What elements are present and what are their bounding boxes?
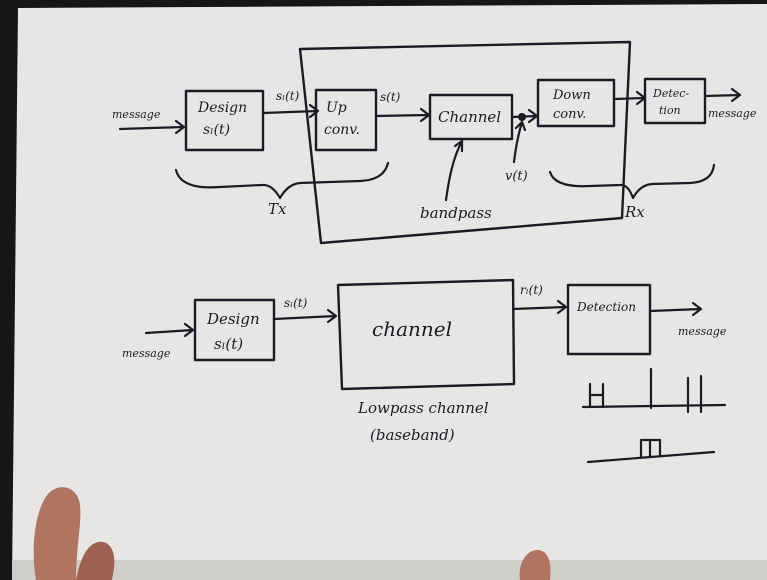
bottom-message-out: message bbox=[678, 325, 727, 338]
top-design-label-1: Design bbox=[197, 100, 247, 116]
bottom-design-label-1: Design bbox=[206, 310, 260, 328]
bandpass-label: bandpass bbox=[420, 204, 492, 222]
top-detection-label-1: Detec- bbox=[652, 87, 689, 100]
bottom-message-in: message bbox=[122, 347, 171, 360]
top-message-in: message bbox=[112, 108, 161, 121]
bottom-channel-label: channel bbox=[372, 317, 452, 341]
bottom-signal-2: rₗ(t) bbox=[520, 283, 543, 297]
rx-label: Rx bbox=[624, 203, 645, 221]
top-message-out: message bbox=[708, 107, 757, 120]
bottom-signal-1: sₗ(t) bbox=[284, 296, 308, 310]
upconv-label-2: conv. bbox=[324, 122, 360, 138]
paper-bottom-strip bbox=[12, 560, 767, 580]
top-design-label-2: sₗ(t) bbox=[203, 122, 230, 138]
bottom-design-label-2: sₗ(t) bbox=[214, 335, 243, 353]
downconv-label-1: Down bbox=[552, 88, 591, 103]
top-signal-1: sₗ(t) bbox=[276, 89, 300, 103]
lowpass-caption-line2: (baseband) bbox=[370, 426, 455, 444]
noise-label: v(t) bbox=[505, 169, 528, 184]
top-channel-label: Channel bbox=[438, 108, 501, 126]
bottom-detection-label: Detection bbox=[576, 300, 636, 314]
summing-node bbox=[518, 113, 526, 121]
tx-label: Tx bbox=[268, 200, 287, 218]
lowpass-caption-line1: Lowpass channel bbox=[357, 399, 489, 417]
downconv-label-2: conv. bbox=[553, 107, 586, 122]
upconv-label-1: Up bbox=[326, 100, 347, 116]
top-signal-2: s(t) bbox=[380, 90, 401, 104]
top-detection-label-2: tion bbox=[659, 104, 681, 117]
